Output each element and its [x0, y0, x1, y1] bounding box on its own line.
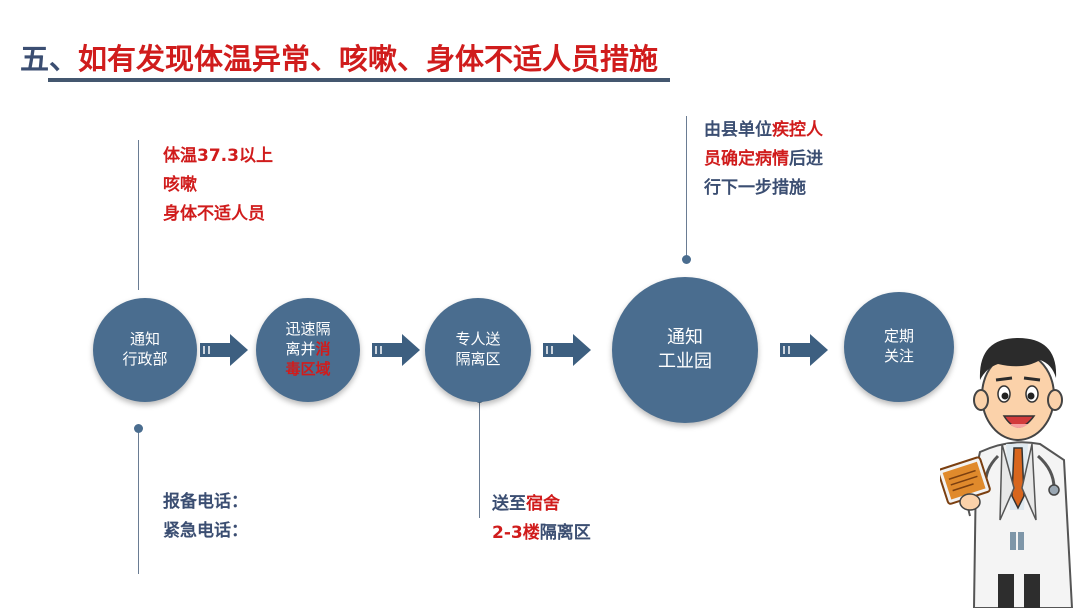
note-cdc-line1: 由县单位疾控人 — [704, 116, 823, 145]
note-symptoms-cough: 咳嗽 — [163, 175, 197, 195]
note-dorm-l1a: 送至 — [492, 494, 526, 514]
note-cdc-l1b: 疾控人 — [772, 120, 823, 140]
step-isolate-line1: 迅速隔 — [285, 320, 331, 339]
arrow-right-icon — [200, 334, 248, 366]
step-notify-admin-line2: 行政部 — [122, 350, 168, 368]
connector-line-cdc — [686, 116, 687, 260]
step-regular-followup: 定期 关注 — [844, 292, 954, 402]
title-underline — [48, 78, 670, 82]
note-emergency-phone: 紧急电话： — [163, 521, 248, 541]
note-dorm-line2: 2-3楼隔离区 — [492, 519, 591, 548]
step-isolate-line3: 毒区域 — [285, 359, 331, 378]
arrow-right-icon — [543, 334, 591, 366]
connector-line-symptoms — [138, 140, 139, 290]
note-dorm-l2a: 2-3楼 — [492, 523, 540, 543]
note-cdc-l2a: 员确定病情 — [704, 149, 789, 169]
arrow-right-icon — [780, 334, 828, 366]
step-isolate-line2: 离并消 — [285, 340, 330, 360]
step-followup-line1: 定期 — [883, 327, 914, 346]
page-title: 五、如有发现体温异常、咳嗽、身体不适人员措施 — [20, 36, 658, 78]
step-escort-line2: 隔离区 — [455, 350, 501, 368]
note-dorm-line1: 送至宿舍 — [492, 490, 591, 519]
step-isolate-line2-text: 离并 — [285, 340, 316, 359]
note-symptoms-temp: 体温37.3以上 — [163, 146, 273, 166]
connector-line-phones — [138, 428, 139, 574]
step-isolate-highlight: 消 — [315, 340, 331, 359]
note-symptoms: 体温37.3以上 咳嗽 身体不适人员 — [163, 142, 273, 229]
step-notify-admin-line1: 通知 — [129, 330, 160, 349]
step-escort-line1: 专人送 — [455, 330, 501, 349]
note-cdc: 由县单位疾控人 员确定病情后进 行下一步措施 — [704, 116, 823, 203]
note-phones: 报备电话： 紧急电话： — [163, 488, 248, 546]
arrow-right-icon — [372, 334, 420, 366]
note-report-phone: 报备电话： — [163, 492, 248, 512]
note-symptoms-unwell: 身体不适人员 — [163, 204, 265, 224]
note-cdc-l2b: 后进 — [789, 149, 823, 169]
doctor-illustration — [940, 338, 1074, 608]
step-notify-admin: 通知 行政部 — [93, 298, 197, 402]
step-followup-line2: 关注 — [883, 347, 914, 365]
step-isolate-disinfect: 迅速隔 离并消 毒区域 — [256, 298, 360, 402]
note-cdc-line2: 员确定病情后进 — [704, 145, 823, 174]
connector-line-dorm — [479, 398, 480, 518]
note-dorm-l2b: 隔离区 — [539, 523, 591, 543]
connector-dot-cdc — [682, 255, 691, 264]
step-notify-industrial-park: 通知 工业园 — [612, 277, 758, 423]
note-cdc-line3: 行下一步措施 — [704, 178, 806, 198]
step-park-line1: 通知 — [667, 327, 703, 349]
title-text: 如有发现体温异常、咳嗽、身体不适人员措施 — [78, 42, 659, 76]
step-escort-isolation: 专人送 隔离区 — [425, 298, 531, 402]
note-dorm: 送至宿舍 2-3楼隔离区 — [492, 490, 591, 548]
note-cdc-l1a: 由县单位 — [704, 120, 772, 140]
step-park-line2: 工业园 — [658, 351, 712, 372]
note-dorm-l1b: 宿舍 — [526, 494, 560, 514]
connector-dot-phones — [134, 424, 143, 433]
title-prefix: 五、 — [20, 42, 79, 76]
